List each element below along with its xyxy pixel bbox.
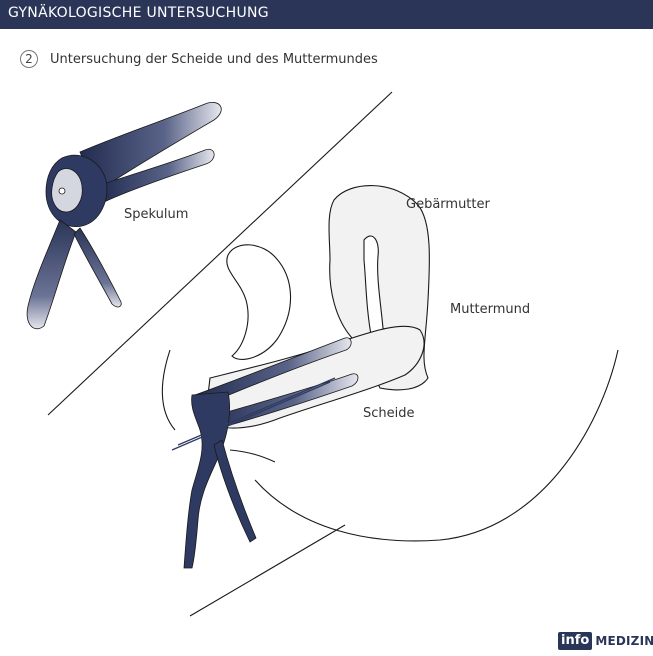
swab-stick-1 [171,381,331,451]
label-gebaermutter: Gebärmutter [406,197,490,212]
anatomy [161,185,430,463]
speculum-handle-inserted [183,391,230,569]
abdomen-contour-curve [254,349,619,542]
label-muttermund: Muttermund [450,302,531,317]
logo-info-text: info [558,632,593,650]
pelvic-outline [161,349,176,431]
step-number: 2 [20,50,38,68]
step-description: Untersuchung der Scheide und des Mutterm… [50,51,378,67]
swab-stick-2 [177,377,336,446]
bladder-shape [226,244,292,360]
back-contour-line [47,91,393,416]
speculum-short-handle [73,227,122,308]
speculum-lever-inserted [213,439,257,543]
infomedizin-logo: info MEDIZIN [558,632,653,650]
inserted-speculum [171,337,359,569]
speculum-detail [26,102,222,330]
logo-medizin-text: MEDIZIN [595,634,653,648]
speculum-ring-inner [51,168,83,213]
speculum-second-blade [99,148,215,203]
thigh-contour-line [189,524,346,617]
speculum-lower-blade [199,373,359,433]
label-scheide: Scheide [363,406,415,421]
step-caption: 2 Untersuchung der Scheide und des Mutte… [20,50,378,68]
perineum-line [229,449,276,463]
screw-icon [58,187,66,195]
header-bar: GYNÄKOLOGISCHE UNTERSUCHUNG [0,0,653,29]
speculum-long-handle [26,219,77,330]
speculum-upper-blade [194,337,352,406]
body-outline [47,91,619,617]
label-spekulum: Spekulum [124,207,189,222]
page-title: GYNÄKOLOGISCHE UNTERSUCHUNG [8,5,269,21]
speculum-top-blade [79,102,222,193]
